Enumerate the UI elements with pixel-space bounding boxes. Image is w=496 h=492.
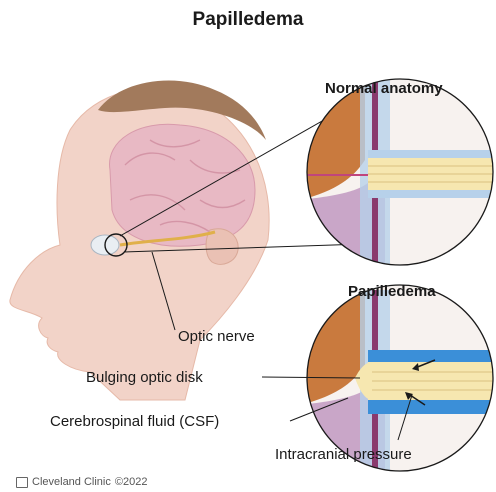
- brand-name: Cleveland Clinic: [32, 476, 111, 488]
- head-profile: [10, 80, 269, 400]
- cleveland-clinic-logo-icon: [16, 477, 28, 488]
- intracranial-pressure-label: Intracranial pressure: [275, 446, 412, 463]
- papilledema-panel-label: Papilledema: [348, 283, 436, 300]
- optic-nerve-label: Optic nerve: [178, 328, 255, 345]
- csf-label: Cerebrospinal fluid (CSF): [50, 413, 219, 430]
- bulging-disk-label: Bulging optic disk: [86, 369, 203, 386]
- normal-anatomy-label: Normal anatomy: [325, 80, 443, 97]
- footer-credit: Cleveland Clinic ©2022: [16, 476, 147, 488]
- copyright: ©2022: [115, 476, 148, 488]
